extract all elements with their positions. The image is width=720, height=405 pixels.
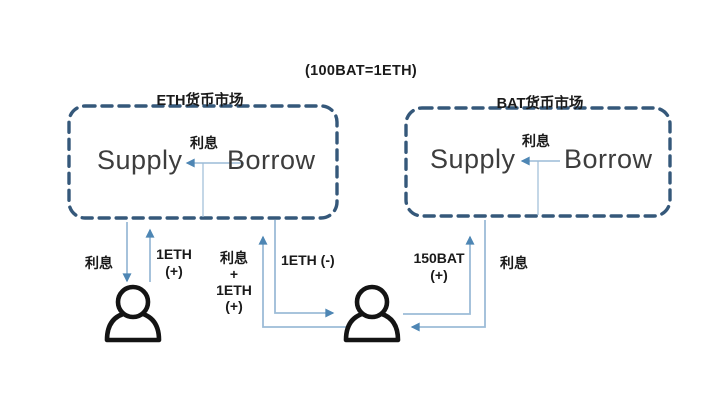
bat-interest-to-user2-arrow <box>410 220 486 332</box>
user1-deposit-label: 1ETH (+) <box>152 246 196 280</box>
user1-deposit-sign: (+) <box>165 263 183 279</box>
user2-repay-eth-arrow <box>258 235 347 328</box>
eth-interest-label: 利息 <box>190 135 218 151</box>
eth-borrow-label: Borrow <box>227 145 316 175</box>
user2-interest-label: 利息 <box>500 255 528 271</box>
user2-repay-line2: + <box>229 266 239 282</box>
user2-repay-line1: 利息 <box>220 250 248 266</box>
eth-supply-label: Supply <box>97 145 183 175</box>
user2-repay-label: 利息 + 1ETH (+) <box>210 250 258 314</box>
user2-icon <box>343 284 401 343</box>
bat-market-title: BAT货币市场 <box>496 96 584 112</box>
user2-deposit-bat-arrow <box>403 235 475 315</box>
user1-interest-label: 利息 <box>85 255 113 271</box>
user2-repay-line3: 1ETH <box>216 282 252 298</box>
user1-icon <box>104 284 162 343</box>
user2-deposit-sign: (+) <box>430 267 448 283</box>
eth-market-title: ETH货币市场 <box>156 93 244 109</box>
user1-head <box>115 284 151 320</box>
user2-deposit-amount: 150BAT <box>413 250 465 266</box>
eth-market-box <box>67 104 339 220</box>
eth-borrow-to-user2-arrow <box>274 220 335 318</box>
user2-borrow-label: 1ETH (-) <box>281 252 335 268</box>
bat-interest-label: 利息 <box>522 133 550 149</box>
exchange-rate-note: (100BAT=1ETH) <box>305 63 418 79</box>
bat-supply-label: Supply <box>430 144 516 174</box>
user2-head <box>354 284 390 320</box>
user2-repay-line4: (+) <box>225 298 243 314</box>
bat-borrow-label: Borrow <box>564 144 653 174</box>
bat-market-box <box>404 106 672 218</box>
user1-deposit-amount: 1ETH <box>156 246 192 262</box>
user2-deposit-label: 150BAT (+) <box>412 250 466 284</box>
